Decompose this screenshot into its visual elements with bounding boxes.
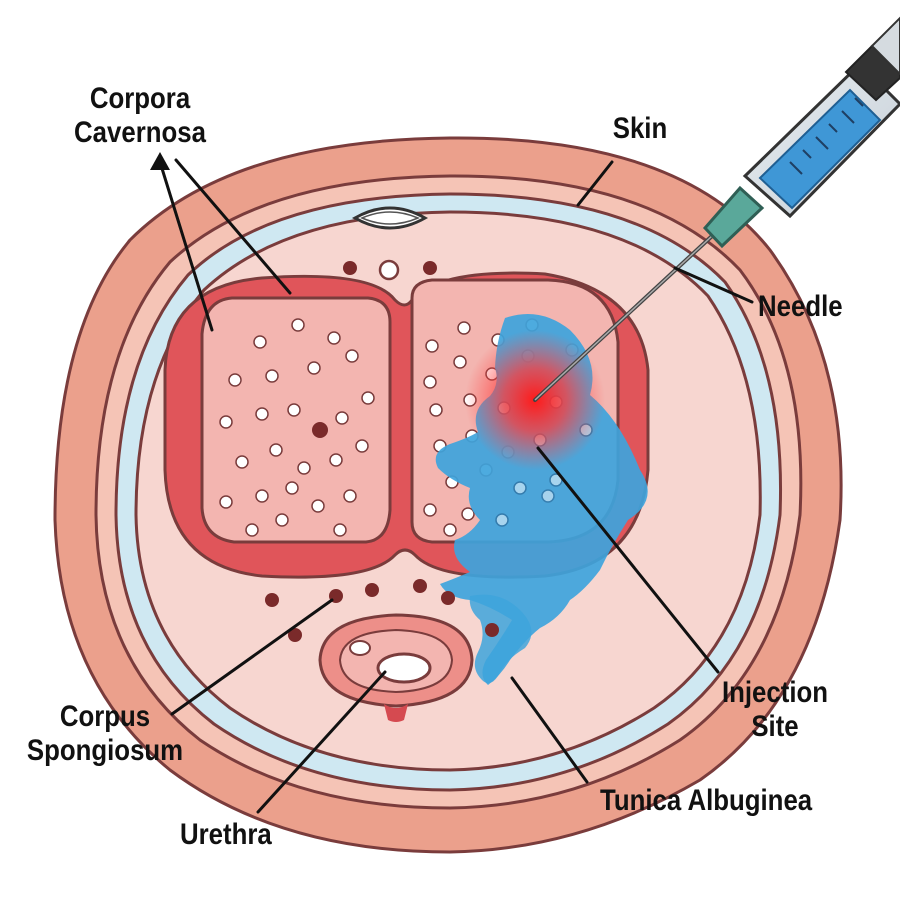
sinusoid-dot bbox=[219, 415, 233, 429]
sinusoid-dot bbox=[255, 489, 269, 503]
leader-corpora-right bbox=[174, 158, 292, 295]
syringe bbox=[533, 16, 900, 402]
label-injection-line1: Injection bbox=[721, 676, 829, 709]
deep-dorsal-vessel bbox=[378, 259, 400, 281]
sinusoid-dot bbox=[265, 369, 279, 383]
plunger-stopper bbox=[844, 44, 900, 102]
vessel-dot bbox=[288, 628, 302, 642]
sinusoid-dot bbox=[345, 349, 359, 363]
urethra-lumen bbox=[376, 652, 432, 684]
label-corpora-line1: Corpora bbox=[89, 82, 191, 115]
sinusoid-dot bbox=[275, 513, 289, 527]
sinusoid-dot bbox=[443, 523, 457, 537]
dorsal-artery-right bbox=[423, 261, 437, 275]
sinusoid-dot bbox=[361, 391, 375, 405]
sinusoid-dot bbox=[333, 523, 347, 537]
leader-skin bbox=[576, 160, 614, 207]
urethra-highlight bbox=[349, 640, 371, 656]
left-corpus-cavernosum bbox=[200, 296, 392, 544]
sinusoid-dot bbox=[291, 318, 305, 332]
sinusoid-dot bbox=[429, 403, 443, 417]
sinusoid-dot bbox=[235, 455, 249, 469]
dorsal-artery-left bbox=[343, 261, 357, 275]
vessel-dot bbox=[485, 623, 499, 637]
label-injection-site: Injection Site bbox=[702, 676, 848, 744]
vessel-dot bbox=[365, 583, 379, 597]
label-tunica-albuginea: Tunica Albuginea bbox=[600, 784, 813, 817]
leader-corpus-spongiosum bbox=[170, 598, 334, 716]
fluid-streak-lower bbox=[469, 594, 532, 684]
sinusoid-dot bbox=[461, 507, 475, 521]
sinusoid-dot bbox=[228, 373, 242, 387]
leader-needle bbox=[673, 266, 754, 304]
vessel-dot bbox=[265, 593, 279, 607]
label-corpus-line1: Corpus bbox=[59, 700, 151, 733]
syringe-graduations bbox=[789, 97, 864, 175]
label-corpora-cavernosa: Corpora Cavernosa bbox=[54, 82, 226, 150]
sinusoid-dot bbox=[355, 439, 369, 453]
leader-injection-site bbox=[536, 446, 720, 674]
dorsal-vein bbox=[351, 206, 429, 230]
leader-corpora-left bbox=[158, 160, 214, 332]
leader-urethra bbox=[256, 670, 387, 814]
sinusoid-dot bbox=[255, 407, 269, 421]
vessel-dot bbox=[413, 579, 427, 593]
sinusoid-dot bbox=[457, 321, 471, 335]
label-skin: Skin bbox=[612, 112, 668, 145]
sinusoid-dot bbox=[307, 361, 321, 375]
sinusoid-dot bbox=[335, 411, 349, 425]
plunger-rod bbox=[870, 16, 900, 76]
sinusoid-dot bbox=[329, 453, 343, 467]
sinusoid-dot bbox=[287, 403, 301, 417]
sinusoid-dot bbox=[425, 339, 439, 353]
sinusoid-dot bbox=[311, 499, 325, 513]
label-cavernosa-line2: Cavernosa bbox=[74, 116, 206, 149]
sinusoid-dot bbox=[219, 495, 233, 509]
vessel-dot bbox=[441, 591, 455, 605]
sinusoid-dot bbox=[343, 489, 357, 503]
sinusoid-dot bbox=[423, 503, 437, 517]
sinusoid-dot bbox=[245, 523, 259, 537]
label-urethra: Urethra bbox=[180, 818, 272, 851]
sinusoid-dot bbox=[297, 461, 311, 475]
sinusoid-dot bbox=[495, 513, 509, 527]
needle-hub bbox=[702, 185, 765, 249]
sinusoid-dot bbox=[541, 489, 555, 503]
label-corpus-spongiosum: Corpus Spongiosum bbox=[23, 700, 186, 768]
sinusoid-dot bbox=[453, 355, 467, 369]
leader-lines bbox=[158, 158, 754, 814]
sinusoid-dot bbox=[269, 443, 283, 457]
sinusoid-dot bbox=[285, 481, 299, 495]
cavernous-artery-left bbox=[312, 422, 328, 438]
sinusoid-dot bbox=[513, 481, 527, 495]
leader-tunica-albuginea bbox=[510, 676, 589, 784]
sinusoid-dot bbox=[423, 375, 437, 389]
label-needle: Needle bbox=[758, 290, 843, 323]
left-sinusoid-spaces bbox=[219, 318, 375, 537]
spongiosum-drip bbox=[384, 704, 408, 722]
sinusoid-dot bbox=[253, 335, 267, 349]
sinusoid-dot bbox=[327, 331, 341, 345]
label-site-line2: Site bbox=[751, 710, 799, 743]
label-spongiosum-line2: Spongiosum bbox=[26, 734, 184, 767]
